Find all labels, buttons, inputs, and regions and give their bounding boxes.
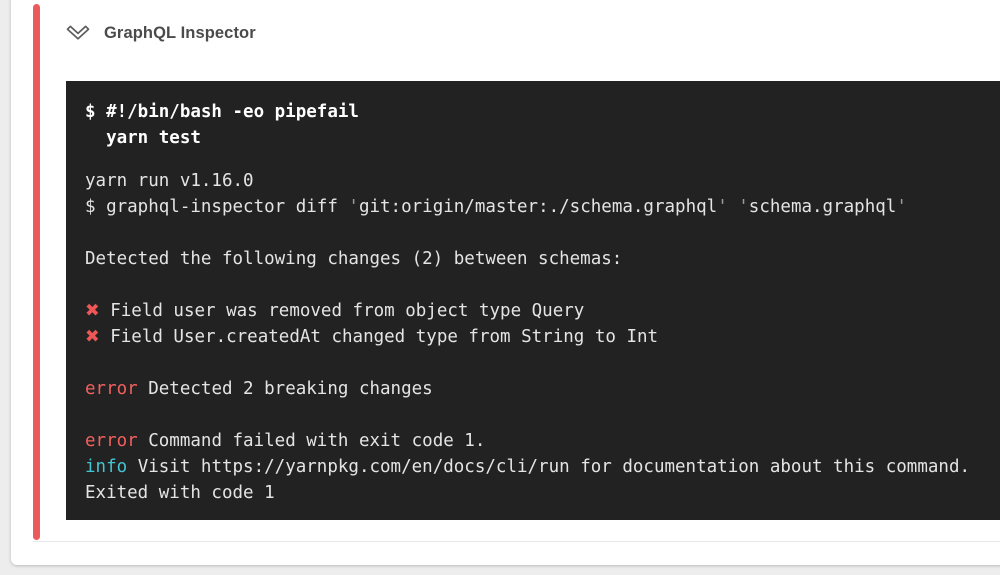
build-step-card: GraphQL Inspector $ #!/bin/bash -eo pipe…	[11, 0, 1000, 565]
console-blank-line	[85, 272, 1000, 298]
info-label: info	[85, 457, 128, 477]
console-blank-line	[85, 350, 1000, 376]
breaking-change-line: ✖ Field User.createdAt changed type from…	[85, 324, 1000, 350]
step-title: GraphQL Inspector	[104, 23, 256, 42]
command-failed-text: Command failed with exit code 1.	[137, 431, 486, 451]
step-section-divider	[33, 541, 1000, 542]
breaking-change-line: ✖ Field user was removed from object typ…	[85, 298, 1000, 324]
error-summary-line: error Detected 2 breaking changes	[85, 376, 1000, 402]
step-collapse-header[interactable]: GraphQL Inspector	[65, 21, 256, 45]
yarn-version-line: yarn run v1.16.0	[85, 171, 254, 191]
quote-char: '	[348, 197, 359, 217]
info-line: info Visit https://yarnpkg.com/en/docs/c…	[85, 454, 1000, 480]
diff-arg-2: schema.graphql	[748, 197, 897, 217]
yarn-test-line: yarn test	[85, 128, 201, 148]
error-label: error	[85, 431, 138, 451]
double-chevron-down-icon[interactable]	[65, 23, 91, 43]
changes-summary-line: Detected the following changes (2) betwe…	[85, 249, 623, 269]
diff-arg-1: git:origin/master:./schema.graphql	[358, 197, 718, 217]
breaking-change-text: Field User.createdAt changed type from S…	[99, 327, 659, 347]
console-output: $ #!/bin/bash -eo pipefail yarn test yar…	[66, 81, 1000, 520]
left-gutter	[0, 0, 11, 575]
quote-chars: ' '	[717, 197, 749, 217]
breaking-change-x-icon: ✖	[85, 327, 100, 347]
breaking-change-x-icon: ✖	[85, 301, 100, 321]
quote-char: '	[896, 197, 907, 217]
shebang-line: $ #!/bin/bash -eo pipefail	[85, 102, 359, 122]
info-text: Visit https://yarnpkg.com/en/docs/cli/ru…	[127, 457, 971, 477]
console-blank-line	[85, 402, 1000, 428]
diff-command-line: $ graphql-inspector diff 'git:origin/mas…	[85, 194, 1000, 220]
exit-code-line: Exited with code 1	[85, 483, 275, 503]
diff-command-prefix: $ graphql-inspector diff	[85, 197, 349, 217]
error-label: error	[85, 379, 138, 399]
console-block-gap	[85, 151, 1000, 168]
command-failed-line: error Command failed with exit code 1.	[85, 428, 1000, 454]
failure-accent-stripe	[33, 4, 40, 540]
console-blank-line	[85, 220, 1000, 246]
breaking-change-text: Field user was removed from object type …	[99, 301, 585, 321]
error-summary-text: Detected 2 breaking changes	[137, 379, 433, 399]
